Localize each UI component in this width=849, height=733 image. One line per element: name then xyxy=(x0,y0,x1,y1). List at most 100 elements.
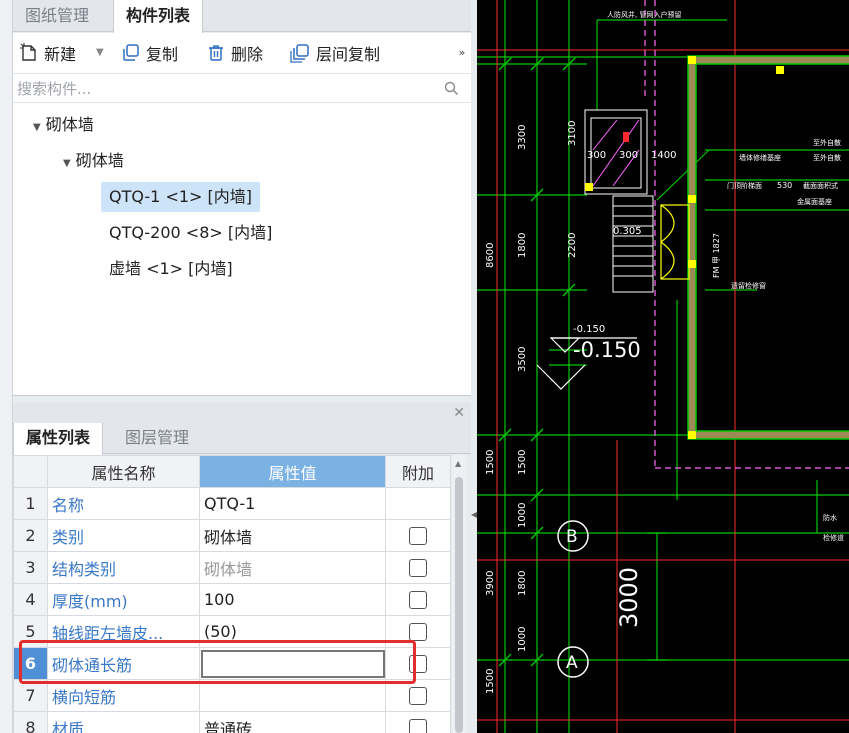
property-extra xyxy=(385,487,451,520)
shaft-box[interactable] xyxy=(584,109,648,195)
row-number: 5 xyxy=(13,615,48,648)
dim-1400: 1400 xyxy=(651,150,676,161)
side-label: 至外自散 xyxy=(813,138,841,147)
table-row[interactable]: 3 结构类别 砌体墙 xyxy=(13,551,451,584)
property-value[interactable]: (50) xyxy=(199,615,386,648)
dim-8600: 8600 xyxy=(485,243,496,268)
expand-caret-icon[interactable]: ▼ xyxy=(63,158,71,169)
side-label: 门顶阶梯面 xyxy=(727,181,762,190)
panel-splitter-handle[interactable]: ◀ xyxy=(471,510,478,519)
extra-checkbox[interactable] xyxy=(409,559,427,578)
scroll-up-icon[interactable]: ▲ xyxy=(455,459,462,468)
property-value[interactable]: 普通砖 xyxy=(199,711,386,733)
search-icon[interactable] xyxy=(444,81,459,96)
side-label: 至外自散 xyxy=(813,153,841,162)
dim-1800a: 1800 xyxy=(517,233,528,258)
left-edge-strip xyxy=(0,0,13,733)
scrollbar-thumb[interactable] xyxy=(455,477,463,733)
delete-button[interactable]: 删除 xyxy=(206,41,263,65)
expand-caret-icon[interactable]: ▼ xyxy=(33,122,41,133)
new-dropdown-arrow[interactable]: ▼ xyxy=(96,47,104,58)
row-number: 1 xyxy=(13,487,48,520)
copy-icon xyxy=(123,44,139,61)
table-row[interactable]: 1 名称 QTQ-1 xyxy=(13,487,451,520)
table-row[interactable]: 4 厚度(mm) 100 xyxy=(13,583,451,616)
door-symbol[interactable] xyxy=(660,204,690,280)
row-number: 8 xyxy=(13,711,48,733)
copy-button[interactable]: 复制 xyxy=(121,41,178,65)
property-value[interactable]: 100 xyxy=(199,583,386,616)
close-icon[interactable]: ✕ xyxy=(453,405,465,421)
shaft-hatch xyxy=(592,119,640,187)
table-row[interactable]: 2 类别 砌体墙 xyxy=(13,519,451,552)
table-row-current[interactable]: 6 砌体通长筋 xyxy=(13,647,451,680)
property-value-cell xyxy=(199,647,386,680)
property-value[interactable]: QTQ-1 xyxy=(199,487,386,520)
grid-lines xyxy=(477,0,849,733)
tree-item-virtual-wall[interactable]: 虚墙 <1> [内墙] xyxy=(109,259,233,278)
column-marker xyxy=(776,66,784,74)
property-table: 属性名称 属性值 附加 1 名称 QTQ-1 2 类别 砌体墙 3 结构类别 砌… xyxy=(13,455,451,733)
dim-300a: 300 xyxy=(587,150,606,161)
new-icon xyxy=(20,43,36,61)
header-property-value[interactable]: 属性值 xyxy=(199,455,386,488)
axis-bubbles xyxy=(557,520,589,678)
extra-checkbox[interactable] xyxy=(409,655,427,674)
dimension-ticks xyxy=(498,57,576,667)
extra-checkbox[interactable] xyxy=(409,591,427,610)
property-value[interactable]: 砌体墙 xyxy=(199,551,386,584)
level-big: -0.150 xyxy=(573,338,641,362)
search-input[interactable] xyxy=(17,78,437,100)
side-label: 530 xyxy=(777,181,792,190)
row-number: 2 xyxy=(13,519,48,552)
tree-group-node[interactable]: ▼砌体墙 xyxy=(63,146,124,176)
delete-label: 删除 xyxy=(231,45,264,64)
tab-property-list[interactable]: 属性列表 xyxy=(13,423,104,455)
component-search xyxy=(13,73,471,103)
floor-copy-button[interactable]: 层间复制 xyxy=(289,41,380,65)
dashed-outlines xyxy=(644,0,849,469)
dimension-lines xyxy=(477,0,849,733)
property-value[interactable] xyxy=(199,679,386,712)
toolbar-more-button[interactable]: » xyxy=(458,46,466,59)
table-row[interactable]: 7 横向短筋 xyxy=(13,679,451,712)
property-scrollbar[interactable]: ▲ xyxy=(452,455,466,733)
property-name: 材质 xyxy=(47,711,200,733)
extra-checkbox[interactable] xyxy=(409,719,427,733)
room-wall-outline[interactable] xyxy=(688,56,849,439)
dim-3900: 3900 xyxy=(485,571,496,596)
property-name: 横向短筋 xyxy=(47,679,200,712)
extra-checkbox[interactable] xyxy=(409,527,427,546)
shaft-inner xyxy=(590,117,642,189)
component-toolbar: 新建 ▼ 复制 删除 层间复制 » xyxy=(13,33,471,73)
tab-layer-management[interactable]: 图层管理 xyxy=(125,428,190,447)
tree-item-qtq-1[interactable]: QTQ-1 <1> [内墙] xyxy=(101,182,261,212)
extra-checkbox[interactable] xyxy=(409,687,427,706)
room-outer-edge xyxy=(687,55,849,440)
new-button[interactable]: 新建 xyxy=(19,41,76,65)
header-extra[interactable]: 附加 xyxy=(385,455,451,488)
header-property-name[interactable]: 属性名称 xyxy=(47,455,200,488)
tab-drawing-management[interactable]: 图纸管理 xyxy=(25,6,90,25)
door-label: FM 甲 1827 xyxy=(712,233,721,278)
extra-checkbox[interactable] xyxy=(409,623,427,642)
cad-drawing[interactable]: 3300 8600 1800 3500 1500 1500 1000 3900 … xyxy=(477,0,849,733)
trash-icon xyxy=(209,45,223,61)
property-name: 厚度(mm) xyxy=(47,583,200,616)
column-marker xyxy=(688,56,696,64)
dim-2200: 2200 xyxy=(567,233,578,258)
cad-drawing-canvas[interactable]: 3300 8600 1800 3500 1500 1500 1000 3900 … xyxy=(477,0,849,733)
table-row[interactable]: 8 材质 普通砖 xyxy=(13,711,451,733)
property-value[interactable]: 砌体墙 xyxy=(199,519,386,552)
row-number: 7 xyxy=(13,679,48,712)
copy-label: 复制 xyxy=(146,45,179,64)
tree-item-qtq-200[interactable]: QTQ-200 <8> [内墙] xyxy=(109,223,273,242)
table-row[interactable]: 5 轴线距左墙皮... (50) xyxy=(13,615,451,648)
cad-texts: 3300 8600 1800 3500 1500 1500 1000 3900 … xyxy=(485,10,844,694)
level-symbols xyxy=(536,337,637,390)
dim-1500b: 1500 xyxy=(517,450,528,475)
tab-component-list[interactable]: 构件列表 xyxy=(113,0,204,33)
row-number: 6 xyxy=(13,647,48,680)
tree-root-node[interactable]: ▼砌体墙 xyxy=(33,110,94,140)
property-value-editor[interactable] xyxy=(201,649,385,678)
